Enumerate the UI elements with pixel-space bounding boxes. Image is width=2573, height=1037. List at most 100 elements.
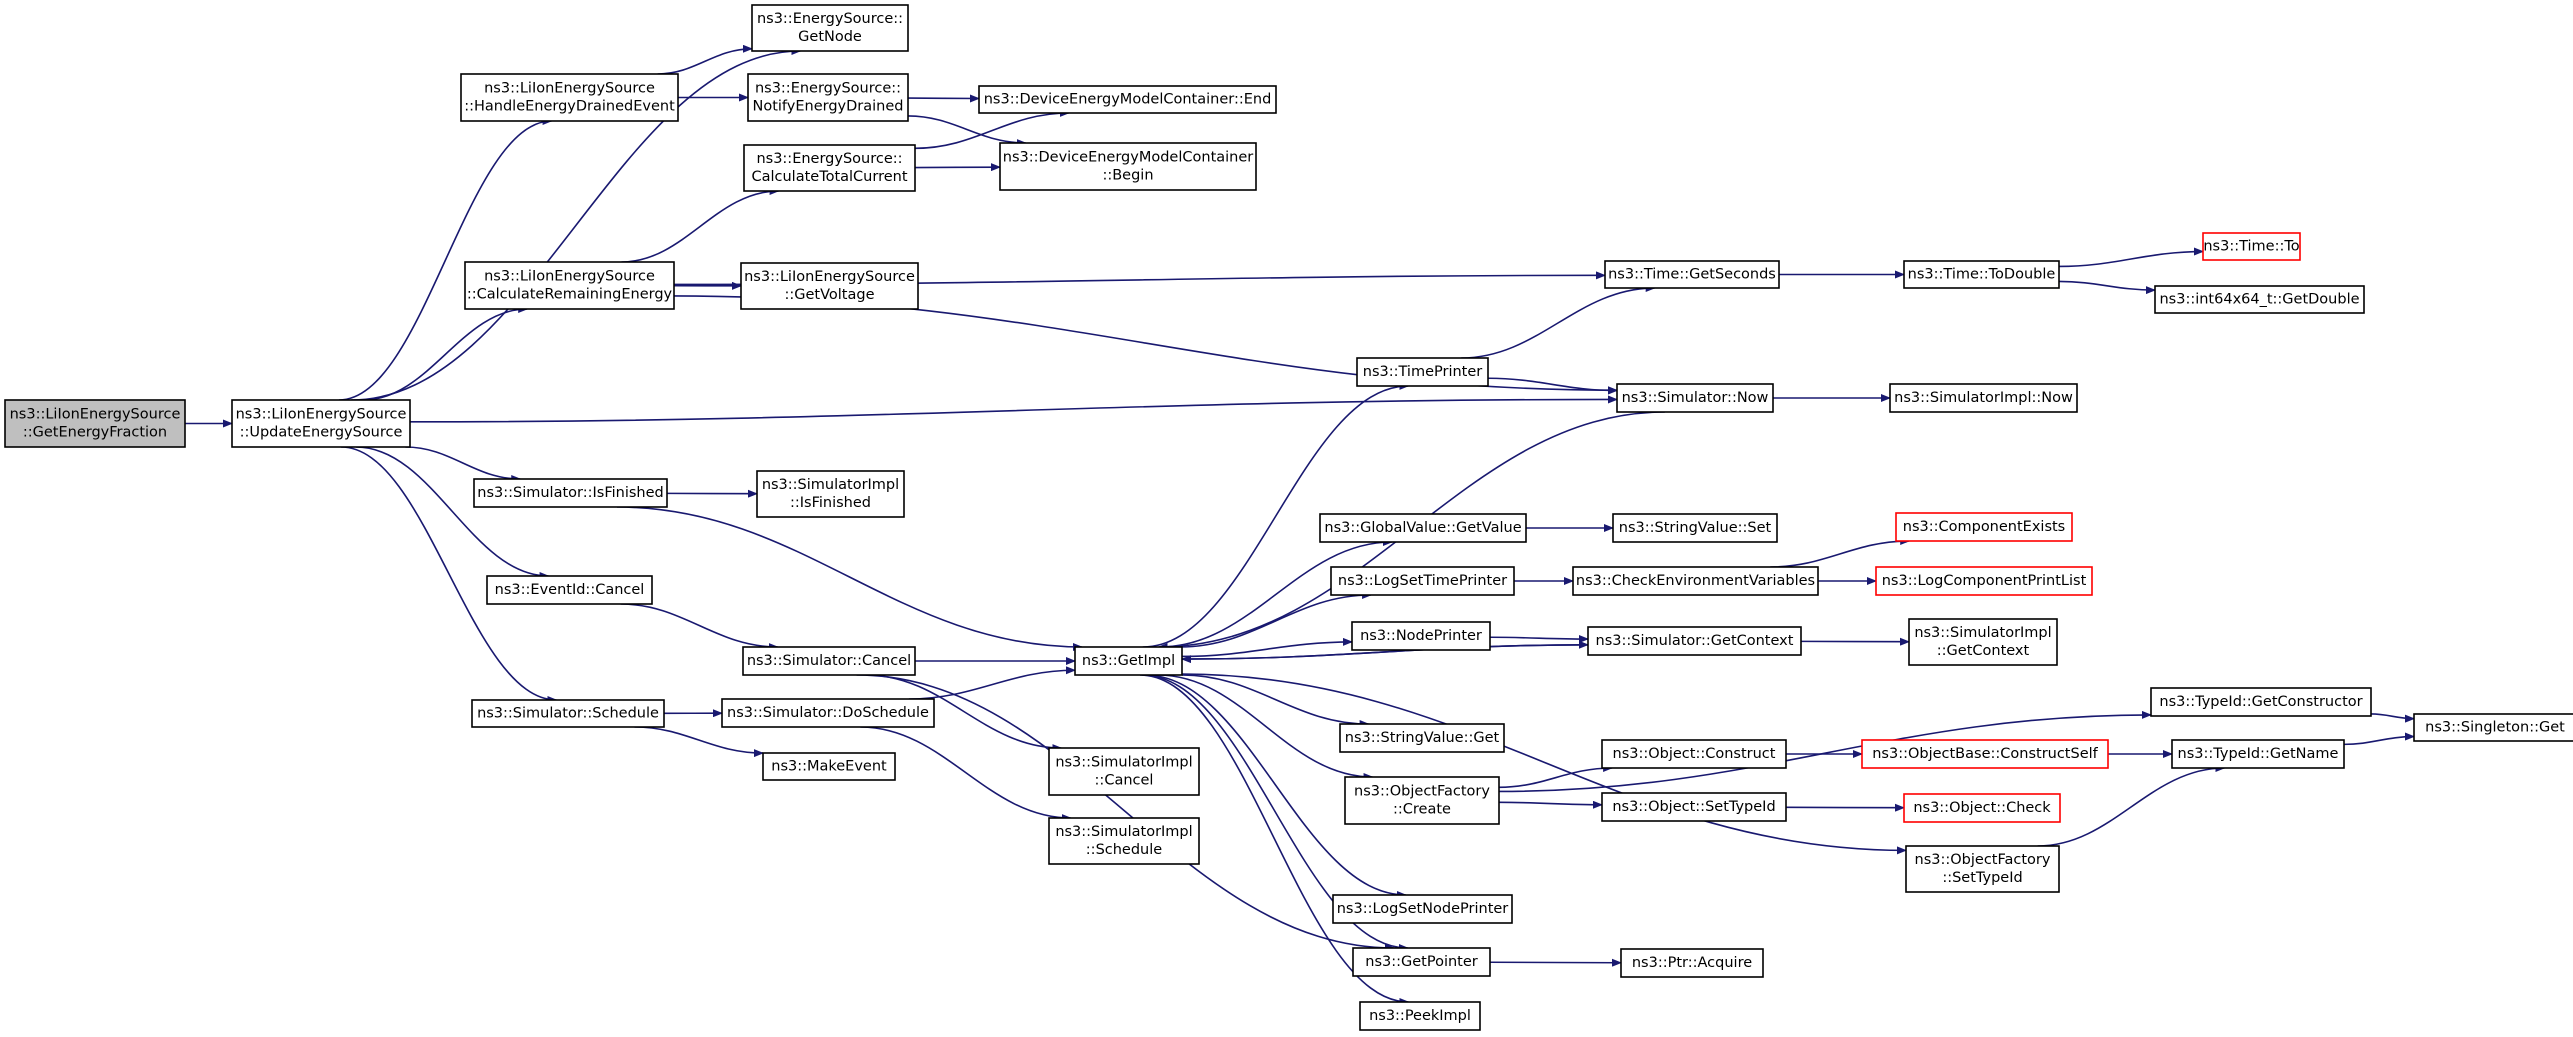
node-box: [231, 399, 411, 448]
node-label-line: ns3::GetPointer: [1365, 954, 1478, 970]
node-gsec[interactable]: ns3::Time::GetSeconds: [1604, 260, 1780, 289]
node-box: [2171, 739, 2345, 769]
node-tigc[interactable]: ns3::TypeId::GetConstructor: [2150, 687, 2372, 717]
node-box: [1339, 723, 1505, 753]
node-box: [2413, 713, 2573, 742]
node-ned[interactable]: ns3::EnergySource::NotifyEnergyDrained: [747, 73, 909, 122]
node-box: [486, 575, 653, 605]
node-label-line: ns3::Simulator::GetContext: [1596, 633, 1794, 649]
node-box: [1359, 1001, 1481, 1031]
node-peek[interactable]: ns3::PeekImpl: [1359, 1001, 1481, 1031]
node-box: [1903, 260, 2060, 289]
node-osettid[interactable]: ns3::Object::SetTypeId: [1601, 792, 1787, 822]
node-lcpl[interactable]: ns3::LogComponentPrintList: [1875, 566, 2093, 596]
node-box: [751, 4, 909, 52]
node-lsnp[interactable]: ns3::LogSetNodePrinter: [1332, 894, 1513, 924]
node-sigctx[interactable]: ns3::SimulatorImpl::GetContext: [1908, 618, 2058, 666]
node-mkevent[interactable]: ns3::MakeEvent: [762, 752, 896, 781]
node-label-line: ::GetEnergyFraction: [23, 425, 167, 441]
node-label-line: ns3::SimulatorImpl: [1055, 755, 1192, 771]
node-scancel[interactable]: ns3::Simulator::Cancel: [742, 646, 916, 676]
node-label-line: ::GetContext: [1937, 643, 2030, 659]
node-isfin[interactable]: ns3::Simulator::IsFinished: [473, 478, 668, 508]
edge-upd-to-getnode: [351, 47, 802, 401]
node-sicancel[interactable]: ns3::SimulatorImpl::Cancel: [1048, 747, 1200, 796]
node-evcancel[interactable]: ns3::EventId::Cancel: [486, 575, 653, 605]
node-getnode[interactable]: ns3::EnergySource::GetNode: [751, 4, 909, 52]
node-sdosched[interactable]: ns3::Simulator::DoSchedule: [721, 698, 935, 728]
node-ocheck[interactable]: ns3::Object::Check: [1903, 793, 2061, 823]
node-label-line: ns3::LiIonEnergySource: [484, 81, 655, 97]
node-box: [1604, 260, 1780, 289]
node-obcs[interactable]: ns3::ObjectBase::ConstructSelf: [1861, 739, 2109, 769]
node-sinow[interactable]: ns3::SimulatorImpl::Now: [1889, 383, 2078, 413]
node-box: [743, 144, 916, 192]
node-ssched[interactable]: ns3::Simulator::Schedule: [471, 699, 665, 728]
node-sgctx[interactable]: ns3::Simulator::GetContext: [1587, 626, 1802, 656]
node-root[interactable]: ns3::LiIonEnergySource::GetEnergyFractio…: [4, 399, 186, 448]
node-label-line: ns3::Simulator::Schedule: [477, 706, 659, 722]
edge-hed-to-getnode: [657, 44, 753, 75]
edge-sdosched-to-getimpl: [908, 666, 1076, 700]
node-box: [747, 73, 909, 122]
node-box: [1601, 739, 1787, 769]
edge-sgctx-to-getimpl: [1181, 643, 1589, 664]
node-label-line: ns3::EventId::Cancel: [495, 582, 645, 598]
node-hed[interactable]: ns3::LiIonEnergySource::HandleEnergyDrai…: [460, 73, 679, 122]
node-ofcreate[interactable]: ns3::ObjectFactory::Create: [1344, 776, 1500, 825]
node-tigname[interactable]: ns3::TypeId::GetName: [2171, 739, 2345, 769]
node-siisfin[interactable]: ns3::SimulatorImpl::IsFinished: [756, 470, 905, 518]
node-svset[interactable]: ns3::StringValue::Set: [1612, 513, 1778, 543]
node-cev[interactable]: ns3::CheckEnvironmentVariables: [1572, 566, 1819, 596]
edge-isfin-to-getimpl: [616, 506, 1083, 651]
node-box: [464, 261, 675, 310]
edge-ofcreate-to-tigc: [1498, 710, 2152, 793]
node-ctc[interactable]: ns3::EnergySource::CalculateTotalCurrent: [743, 144, 916, 192]
node-gvget[interactable]: ns3::GlobalValue::GetValue: [1319, 513, 1527, 543]
node-snow[interactable]: ns3::Simulator::Now: [1616, 383, 1774, 413]
node-box: [1908, 618, 2058, 666]
node-label-line: ::HandleEnergyDrainedEvent: [464, 99, 675, 115]
node-label-line: ns3::DeviceEnergyModelContainer: [1003, 150, 1254, 166]
node-ptracq[interactable]: ns3::Ptr::Acquire: [1620, 948, 1764, 978]
node-ofsettid[interactable]: ns3::ObjectFactory::SetTypeId: [1905, 845, 2060, 893]
node-compex[interactable]: ns3::ComponentExists: [1895, 512, 2073, 542]
node-tprint[interactable]: ns3::TimePrinter: [1356, 357, 1489, 387]
node-cre[interactable]: ns3::LiIonEnergySource::CalculateRemaini…: [464, 261, 675, 310]
node-timeto[interactable]: ns3::Time::To: [2202, 232, 2301, 261]
node-box: [978, 85, 1277, 114]
node-getptr[interactable]: ns3::GetPointer: [1352, 947, 1491, 977]
node-svget[interactable]: ns3::StringValue::Get: [1339, 723, 1505, 753]
edge-cev-to-compex: [1770, 537, 1911, 568]
node-gvolt[interactable]: ns3::LiIonEnergySource::GetVoltage: [740, 262, 919, 310]
node-label-line: ns3::LiIonEnergySource: [236, 407, 407, 423]
node-oconst[interactable]: ns3::Object::Construct: [1601, 739, 1787, 769]
node-sisched[interactable]: ns3::SimulatorImpl::Schedule: [1048, 817, 1200, 865]
node-singget[interactable]: ns3::Singleton::Get: [2413, 713, 2573, 742]
node-box: [1330, 566, 1515, 596]
node-dbegin[interactable]: ns3::DeviceEnergyModelContainer::Begin: [999, 142, 1257, 191]
node-getimpl[interactable]: ns3::GetImpl: [1074, 646, 1183, 676]
edge-tprint-to-gsec: [1461, 284, 1656, 359]
node-nprint[interactable]: ns3::NodePrinter: [1351, 621, 1491, 651]
node-label-line: ns3::Object::Check: [1913, 800, 2051, 816]
node-label-line: ns3::StringValue::Get: [1345, 730, 1500, 746]
node-box: [740, 262, 919, 310]
node-lstp[interactable]: ns3::LogSetTimePrinter: [1330, 566, 1515, 596]
node-box: [1612, 513, 1778, 543]
node-dend[interactable]: ns3::DeviceEnergyModelContainer::End: [978, 85, 1277, 114]
node-box: [1074, 646, 1183, 676]
node-upd[interactable]: ns3::LiIonEnergySource::UpdateEnergySour…: [231, 399, 411, 448]
node-label-line: ns3::Time::GetSeconds: [1608, 267, 1776, 283]
edge-sdosched-to-sisched: [860, 726, 1072, 822]
node-gdbl[interactable]: ns3::int64x64_t::GetDouble: [2154, 285, 2365, 314]
node-todbl[interactable]: ns3::Time::ToDouble: [1903, 260, 2060, 289]
node-label-line: ns3::GlobalValue::GetValue: [1324, 520, 1521, 536]
node-label-line: ::Schedule: [1086, 842, 1162, 858]
node-box: [1601, 792, 1787, 822]
edge-upd-to-cre: [363, 305, 529, 401]
node-label-line: ns3::EnergySource::: [756, 151, 902, 167]
node-label-line: ::GetVoltage: [784, 287, 874, 303]
node-box: [1048, 747, 1200, 796]
node-box: [1352, 947, 1491, 977]
